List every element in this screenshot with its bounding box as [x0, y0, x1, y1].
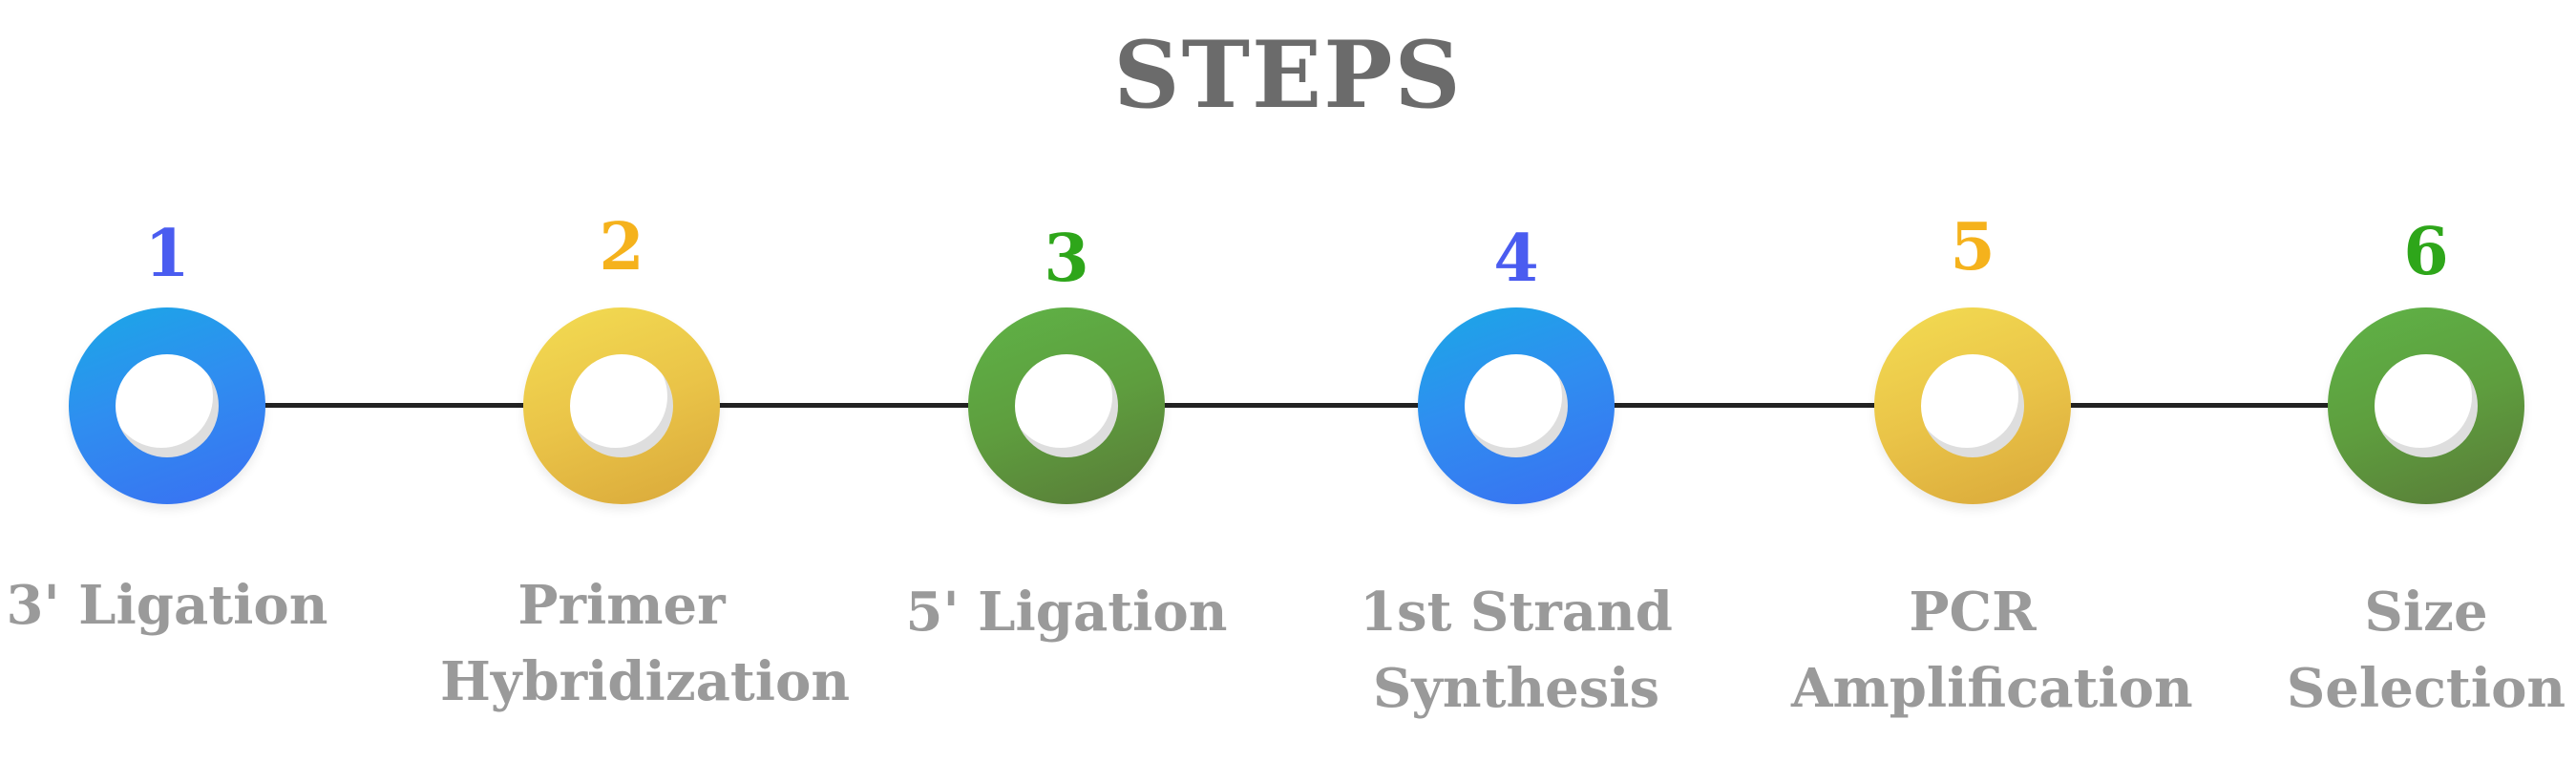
step-ring-icon [1418, 307, 1615, 504]
step-label: 1st Strand Synthesis [1335, 574, 1698, 727]
step-label: 5' Ligation [885, 574, 1248, 650]
step-label-line: Size [2364, 581, 2488, 644]
step-ring-icon [2328, 307, 2524, 504]
step-label-line: Selection [2286, 657, 2566, 720]
step-number: 2 [599, 209, 644, 286]
step-number: 4 [1493, 221, 1539, 297]
step-label-line: 3' Ligation [6, 574, 328, 637]
diagram-title: STEPS [1113, 21, 1463, 129]
step-label-line: 1st Strand [1360, 581, 1673, 644]
step-label: 3' Ligation [0, 567, 348, 644]
step-label-line: 5' Ligation [905, 581, 1228, 644]
step-ring-icon [1874, 307, 2071, 504]
step-label-line: Amplification [1791, 657, 2193, 720]
step-label-line: PCR [1909, 581, 2037, 644]
step-label: PCR Amplification [1791, 574, 2193, 727]
step-number: 3 [1044, 221, 1089, 297]
step-label: Size Selection [2259, 574, 2576, 727]
step-label-line: Hybridization [440, 650, 851, 713]
timeline-connector-line [167, 403, 2426, 408]
step-ring-icon [523, 307, 720, 504]
step-number: 1 [144, 216, 190, 292]
step-ring-icon [69, 307, 265, 504]
step-label: Primer Hybridization [440, 567, 851, 720]
step-ring-icon [968, 307, 1165, 504]
step-label-line: Primer [517, 574, 726, 637]
step-number: 6 [2403, 214, 2449, 290]
step-label-line: Synthesis [1372, 657, 1660, 720]
step-number: 5 [1950, 209, 1995, 286]
